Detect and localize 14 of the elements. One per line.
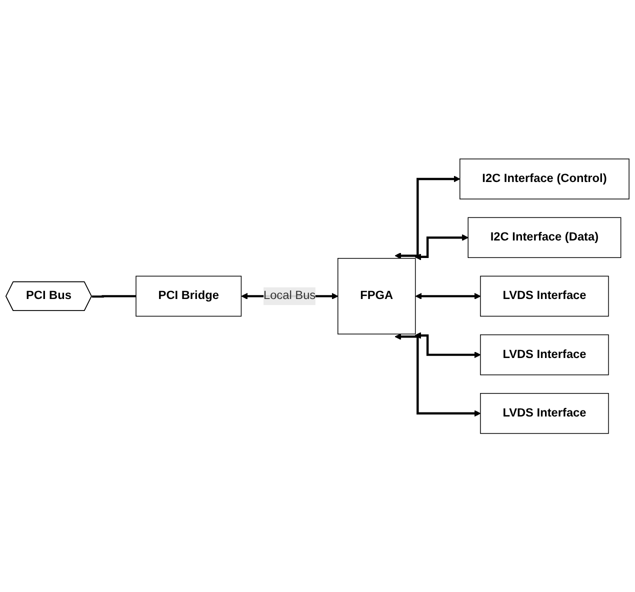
node-box: I2C Interface (Data) — [468, 216, 622, 258]
node-box: I2C Interface (Control) — [460, 158, 630, 200]
arrow — [414, 234, 468, 260]
arrow — [394, 176, 460, 259]
node-box: FPGA — [338, 258, 416, 334]
node-box: LVDS Interface — [480, 276, 609, 316]
arrow — [394, 333, 481, 416]
arrow — [414, 332, 481, 358]
edge-label: Local Bus — [263, 289, 316, 302]
node-box: LVDS Interface — [480, 392, 609, 434]
node-box: PCI Bridge — [136, 276, 242, 316]
arrow — [415, 292, 481, 300]
connector — [92, 294, 136, 298]
node-box: LVDS Interface — [480, 334, 609, 375]
